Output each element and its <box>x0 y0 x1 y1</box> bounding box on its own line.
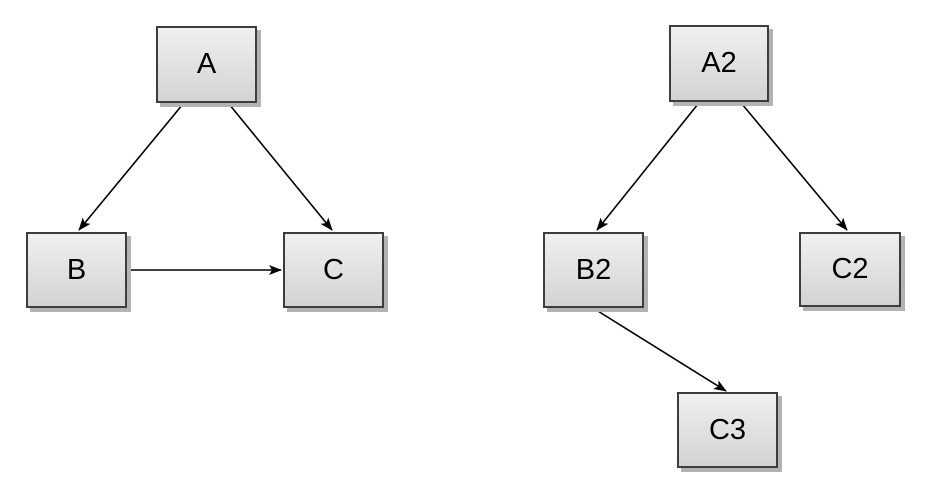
node-label: A <box>196 48 217 80</box>
node-A2: A2 <box>669 25 769 102</box>
node-label: C3 <box>708 413 747 446</box>
node-C2: C2 <box>799 232 901 307</box>
edge-A2-B2 <box>596 103 699 231</box>
edge-A2-C2 <box>741 103 848 231</box>
node-label: B <box>66 253 87 286</box>
node-label: B2 <box>575 253 612 286</box>
node-B: B <box>26 232 127 308</box>
node-A: A <box>156 26 257 103</box>
edge-B2-C3 <box>592 307 727 392</box>
node-label: C2 <box>831 253 869 285</box>
node-B2: B2 <box>543 232 644 308</box>
node-C3: C3 <box>677 392 778 468</box>
node-label: A2 <box>701 47 737 79</box>
node-label: C <box>323 253 344 286</box>
node-C: C <box>283 232 384 308</box>
edge-A-C <box>228 103 333 231</box>
edge-A-B <box>78 103 184 231</box>
